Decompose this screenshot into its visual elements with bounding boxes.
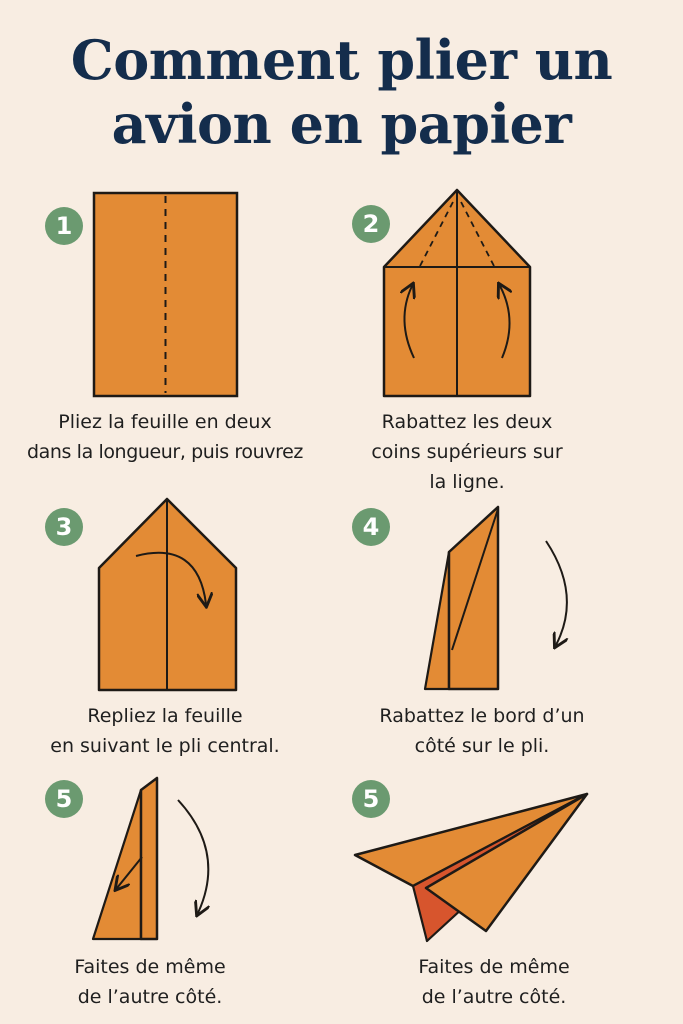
step-3-illustration xyxy=(97,497,238,692)
step-2-caption: Rabattez les deux coins supérieurs sur l… xyxy=(342,407,592,497)
title-line-1: Comment plier un xyxy=(70,28,613,92)
step-2-illustration xyxy=(382,188,532,398)
page-title: Comment plier un avion en papier xyxy=(0,28,683,156)
step-6-caption-line-1: Faites de même xyxy=(418,956,570,978)
step-4-caption-line-1: Rabattez le bord d’un xyxy=(379,705,585,727)
step-1-illustration xyxy=(92,191,239,398)
step-4-caption: Rabattez le bord d’un côté sur le pli. xyxy=(352,701,612,761)
step-6-badge: 5 xyxy=(352,780,390,818)
step-2-caption-line-2: coins supérieurs sur xyxy=(371,441,563,463)
step-3-caption: Repliez la feuille en suivant le pli cen… xyxy=(30,701,300,761)
step-5-caption: Faites de même de l’autre côté. xyxy=(30,952,270,1012)
step-2-caption-line-1: Rabattez les deux xyxy=(381,411,553,433)
step-1-badge: 1 xyxy=(45,207,83,245)
step-4-illustration xyxy=(423,505,567,691)
step-2-badge: 2 xyxy=(352,205,390,243)
step-4-badge: 4 xyxy=(352,508,390,546)
step-5-caption-line-2: de l’autre côté. xyxy=(77,986,223,1008)
step-3-badge: 3 xyxy=(45,508,83,546)
step-5-caption-line-1: Faites de même xyxy=(74,956,226,978)
step-2-caption-line-3: la ligne. xyxy=(429,471,505,493)
step-5-badge: 5 xyxy=(45,780,83,818)
step-1-caption: Pliez la feuille en deux dans la longueu… xyxy=(20,407,310,467)
step-6-caption: Faites de même de l’autre côté. xyxy=(374,952,614,1012)
step-3-caption-line-2: en suivant le pli central. xyxy=(50,735,280,757)
step-1-caption-line-1: Pliez la feuille en deux xyxy=(58,411,272,433)
step-6-caption-line-2: de l’autre côté. xyxy=(421,986,567,1008)
step-4-caption-line-2: côté sur le pli. xyxy=(414,735,550,757)
step-1-caption-line-2: dans la longueur, puis rouvrez xyxy=(27,441,303,463)
step-5-illustration xyxy=(91,776,208,941)
step-6-illustration xyxy=(353,792,589,943)
step-3-caption-line-1: Repliez la feuille xyxy=(87,705,243,727)
title-line-2: avion en papier xyxy=(111,92,572,156)
